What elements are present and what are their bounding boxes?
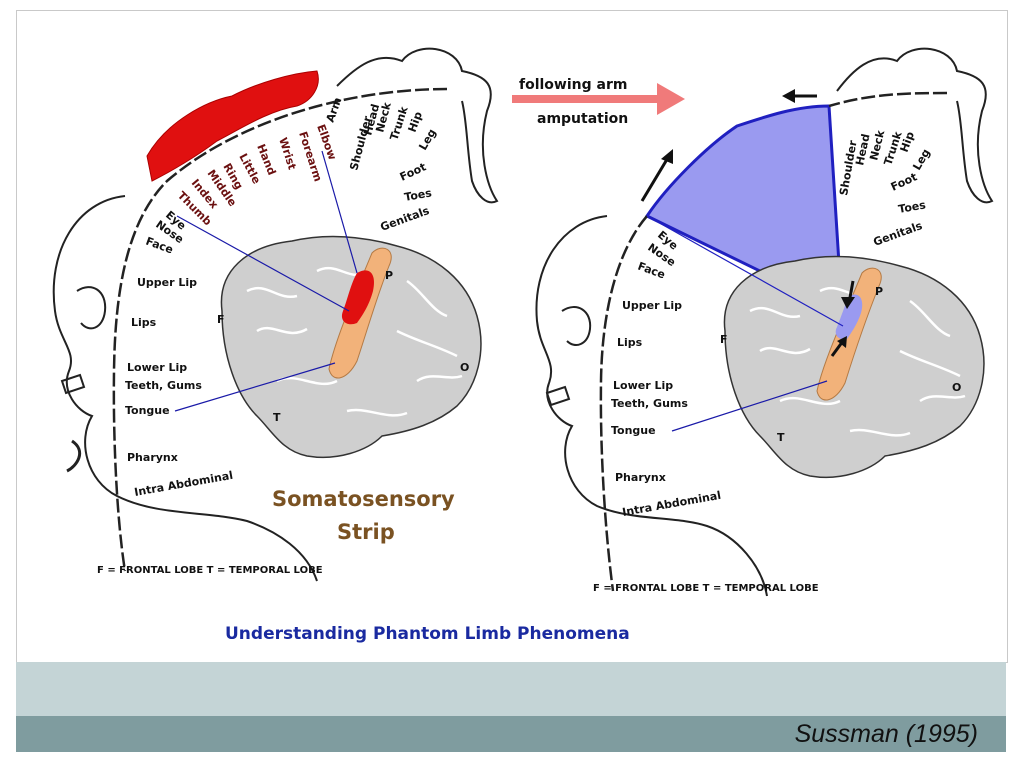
brain-left-sulci: [246, 266, 463, 417]
label-genitals-right: Genitals: [872, 219, 925, 249]
arrow-up-into-cortex-head: [837, 336, 847, 348]
label-arm: Arm: [324, 96, 345, 124]
pointer-line-tongue-right: [671, 380, 828, 432]
arrow-text-line2: amputation: [537, 111, 628, 127]
brain-right: [723, 255, 985, 479]
cortical-arc: [112, 87, 448, 572]
left-panel: Elbow Forearm Wrist Hand Little Ring Mid…: [52, 47, 499, 582]
arrow-text-line1: following arm: [519, 77, 627, 93]
label-lower-lip: Lower Lip: [127, 361, 187, 374]
label-toes-right: Toes: [897, 198, 927, 216]
arrow-shaft: [512, 95, 660, 103]
strip-label-line1: Somatosensory: [272, 487, 455, 511]
arrow-head: [657, 83, 685, 115]
lobe-letter-parietal-left: P: [385, 269, 393, 282]
label-pharynx-right: Pharynx: [615, 471, 666, 484]
label-intra-abdominal: Intra Abdominal: [133, 469, 234, 499]
label-tongue-right: Tongue: [611, 424, 656, 437]
footer-band-dark: [16, 716, 1006, 752]
head-profile-outline-right: [535, 215, 768, 597]
lobe-letter-temporal-right: T: [777, 431, 785, 444]
arrow-up-black: [640, 155, 671, 202]
label-pharynx: Pharynx: [127, 451, 178, 464]
body-outline-right: [836, 47, 994, 204]
label-upper-lip: Upper Lip: [137, 276, 197, 289]
pointer-line-hand-left: [321, 150, 358, 274]
remapped-cortex-right: [835, 294, 863, 340]
fan-edge-upper: [646, 215, 844, 327]
head-profile-outline: [52, 195, 318, 582]
label-foot-right: Foot: [889, 170, 919, 193]
label-intra-abdominal-right: Intra Abdominal: [621, 489, 722, 519]
ear-outline: [76, 286, 107, 330]
cortical-arc-right: [599, 91, 948, 592]
label-toes: Toes: [403, 186, 433, 204]
hand-region-red: [146, 70, 319, 182]
label-upper-lip-right: Upper Lip: [622, 299, 682, 312]
label-lips-right: Lips: [617, 336, 643, 349]
lobe-letter-occipital-right: O: [952, 381, 961, 394]
eye-outline: [60, 373, 86, 395]
phantom-limb-figure: Elbow Forearm Wrist Hand Little Ring Mid…: [16, 10, 1008, 663]
mouth-outline: [66, 439, 82, 473]
legend-right: F = FRONTAL LOBE T = TEMPORAL LOBE: [593, 583, 819, 594]
lobe-letter-occipital-left: O: [460, 361, 469, 374]
amputation-arrow: following arm amputation: [512, 77, 685, 127]
footer-band-light: [16, 662, 1006, 716]
label-foot: Foot: [398, 160, 428, 183]
label-leg-right: Leg: [910, 147, 932, 173]
pointer-line-thumb-left: [176, 215, 350, 312]
label-lips: Lips: [131, 316, 157, 329]
label-leg: Leg: [416, 127, 438, 153]
brain-right-sulci: [749, 286, 966, 437]
citation: Sussman (1995): [794, 720, 978, 748]
eye-outline-right: [545, 385, 571, 407]
arrow-up-black-head: [661, 149, 673, 164]
label-lower-lip-right: Lower Lip: [613, 379, 673, 392]
label-teeth-gums-right: Teeth, Gums: [611, 397, 688, 410]
right-panel: Shoulder Head Neck Trunk Hip Leg Foot To…: [535, 47, 994, 597]
figure-title: Understanding Phantom Limb Phenomena: [225, 624, 630, 644]
diagram-svg: Elbow Forearm Wrist Hand Little Ring Mid…: [52, 47, 994, 644]
lobe-letter-frontal-left: F: [217, 313, 225, 326]
lobe-letter-temporal-left: T: [273, 411, 281, 424]
label-teeth-gums: Teeth, Gums: [125, 379, 202, 392]
strip-label-line2: Strip: [337, 520, 395, 544]
body-outline: [336, 47, 499, 204]
ear-outline-right: [561, 306, 592, 346]
label-tongue: Tongue: [125, 404, 170, 417]
arrow-down-into-cortex-head: [841, 297, 855, 309]
lobe-letter-frontal-right: F: [720, 333, 728, 346]
remapped-area-blue: [644, 104, 844, 314]
label-wrist: Wrist: [276, 136, 299, 171]
hand-cortex-red-left: [341, 270, 375, 325]
pointer-line-tongue-left: [174, 362, 336, 412]
legend-left: F = FRONTAL LOBE T = TEMPORAL LOBE: [97, 565, 323, 576]
lobe-letter-parietal-right: P: [875, 285, 883, 298]
label-genitals: Genitals: [379, 204, 432, 234]
arrow-left-black-head: [782, 89, 795, 103]
